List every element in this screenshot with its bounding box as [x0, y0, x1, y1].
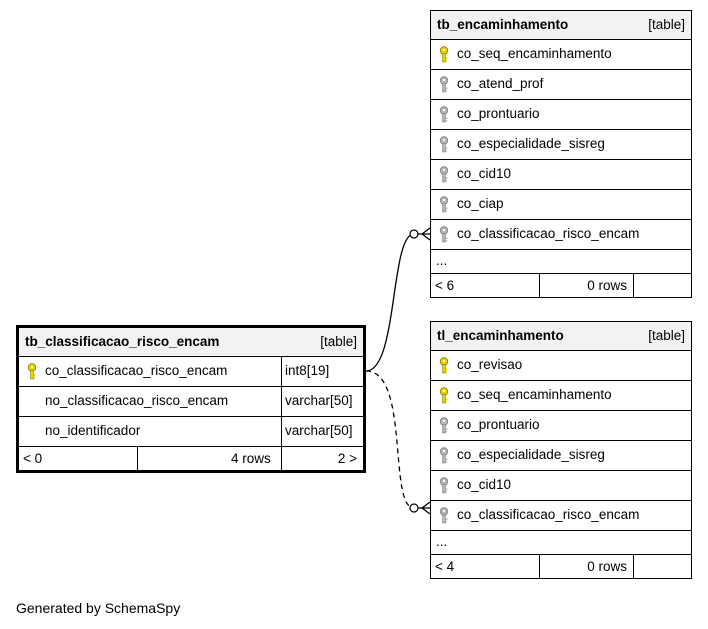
foreign-key-icon [438, 136, 450, 153]
table-tb-classificacao-risco-encam[interactable]: tb_classificacao_risco_encam [table] co_… [16, 325, 366, 473]
row-count: 0 rows [587, 278, 627, 293]
table-header: tb_encaminhamento [table] [431, 11, 691, 40]
table-header: tb_classificacao_risco_encam [table] [19, 328, 363, 357]
column-name: co_seq_encaminhamento [457, 46, 612, 61]
column-name: co_especialidade_sisreg [457, 447, 605, 462]
column-row[interactable]: co_especialidade_sisreg [431, 130, 691, 160]
table-footer: < 0 4 rows 2 > [19, 447, 363, 470]
fk-crowfoot-marker [418, 227, 431, 241]
column-row[interactable]: co_revisao [431, 351, 691, 381]
foreign-key-icon [438, 477, 450, 494]
column-datatype: varchar[50] [285, 423, 353, 438]
column-row[interactable]: co_cid10 [431, 471, 691, 501]
primary-key-icon [438, 46, 450, 63]
foreign-key-icon [438, 447, 450, 464]
parents-count: < 0 [23, 451, 43, 466]
column-name: co_classificacao_risco_encam [45, 363, 228, 378]
table-name: tb_classificacao_risco_encam [25, 334, 220, 349]
table-type: [table] [320, 334, 357, 349]
fk-crowfoot-marker [418, 501, 431, 515]
column-row[interactable]: co_atend_prof [431, 70, 691, 100]
generated-by-caption: Generated by SchemaSpy [16, 600, 181, 616]
column-row[interactable]: no_identificador varchar[50] [19, 417, 363, 447]
table-type: [table] [648, 17, 685, 32]
column-row[interactable]: co_prontuario [431, 411, 691, 441]
column-name: co_classificacao_risco_encam [457, 226, 640, 241]
parents-count: < 6 [435, 278, 455, 293]
foreign-key-icon [438, 106, 450, 123]
table-name: tb_encaminhamento [437, 17, 569, 32]
more-columns-ellipsis: ... [431, 531, 691, 555]
column-datatype: varchar[50] [285, 393, 353, 408]
table-header: tl_encaminhamento [table] [431, 322, 691, 351]
fk-line-tl-encaminhamento [365, 370, 415, 509]
primary-key-icon [26, 363, 38, 380]
foreign-key-icon [438, 226, 450, 243]
foreign-key-icon [438, 196, 450, 213]
column-row[interactable]: co_classificacao_risco_encam [431, 501, 691, 531]
column-name: no_classificacao_risco_encam [45, 393, 229, 408]
column-name: co_especialidade_sisreg [457, 136, 605, 151]
primary-key-icon [438, 387, 450, 404]
column-name: co_prontuario [457, 417, 540, 432]
fk-zero-marker [409, 503, 419, 513]
column-name: co_cid10 [457, 166, 512, 181]
column-row[interactable]: co_classificacao_risco_encam int8[19] [19, 357, 363, 387]
fk-line-tb-encaminhamento [365, 233, 415, 372]
table-tl-encaminhamento[interactable]: tl_encaminhamento [table] co_revisao co_s… [430, 321, 692, 579]
column-name: co_atend_prof [457, 76, 544, 91]
foreign-key-icon [438, 76, 450, 93]
more-columns-ellipsis: ... [431, 250, 691, 274]
column-name: co_cid10 [457, 477, 512, 492]
column-row[interactable]: co_cid10 [431, 160, 691, 190]
column-name: co_ciap [457, 196, 504, 211]
row-count: 0 rows [587, 559, 627, 574]
column-row[interactable]: co_especialidade_sisreg [431, 441, 691, 471]
table-footer: < 6 0 rows [431, 274, 691, 297]
fk-zero-marker [409, 229, 419, 239]
column-row[interactable]: no_classificacao_risco_encam varchar[50] [19, 387, 363, 417]
row-count: 4 rows [231, 451, 271, 466]
foreign-key-icon [438, 507, 450, 524]
parents-count: < 4 [435, 559, 455, 574]
children-count: 2 > [337, 451, 357, 466]
column-name: co_seq_encaminhamento [457, 387, 612, 402]
column-row[interactable]: co_prontuario [431, 100, 691, 130]
column-row[interactable]: co_classificacao_risco_encam [431, 220, 691, 250]
foreign-key-icon [438, 417, 450, 434]
column-name: co_revisao [457, 357, 523, 372]
column-name: co_classificacao_risco_encam [457, 507, 640, 522]
table-type: [table] [648, 328, 685, 343]
table-name: tl_encaminhamento [437, 328, 564, 343]
table-footer: < 4 0 rows [431, 555, 691, 578]
foreign-key-icon [438, 166, 450, 183]
column-row[interactable]: co_seq_encaminhamento [431, 381, 691, 411]
primary-key-icon [438, 357, 450, 374]
column-row[interactable]: co_seq_encaminhamento [431, 40, 691, 70]
column-datatype: int8[19] [285, 363, 330, 378]
column-name: co_prontuario [457, 106, 540, 121]
table-tb-encaminhamento[interactable]: tb_encaminhamento [table] co_seq_encamin… [430, 10, 692, 298]
column-name: no_identificador [45, 423, 141, 438]
column-row[interactable]: co_ciap [431, 190, 691, 220]
